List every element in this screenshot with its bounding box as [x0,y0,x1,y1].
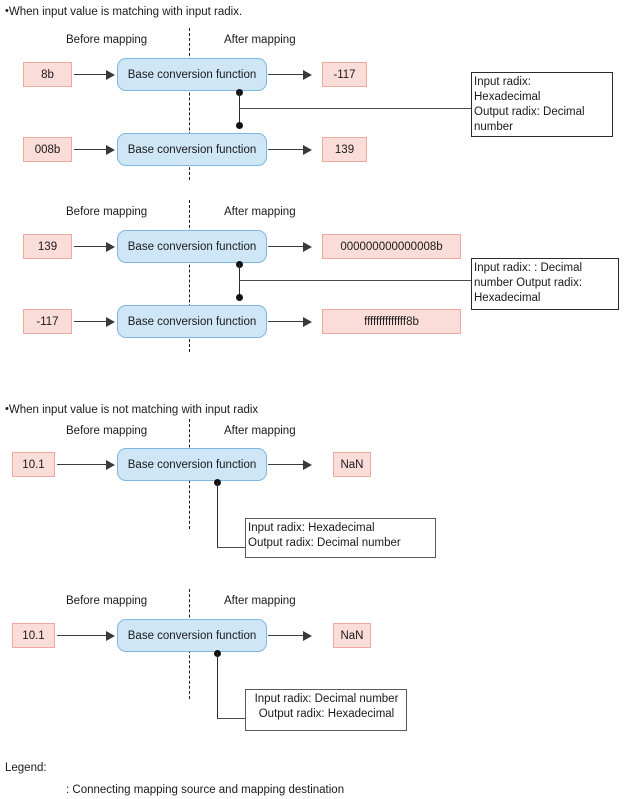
section-1-row-1-output-value: -117 [322,62,367,87]
section-3-row-1-input-arrow-line [57,463,106,466]
section-3-connector-hline [217,547,246,549]
section-2-note-box: Input radix: : Decimal number Output rad… [471,258,619,310]
section-2-note-line-1: Input radix: : Decimal [474,262,583,274]
section-3-row-1-function-box: Base conversion function [117,448,267,481]
section-3-note-line-2: Output radix: Decimal number [248,537,401,549]
section-3-before-mapping-caption: Before mapping [66,425,148,437]
section-2-note-line-3: Hexadecimal [474,292,541,304]
section-3-row-1-output-arrow-head [303,459,312,470]
section-2-row-1-output-arrow-head [303,241,312,252]
section-2-row-1-input-arrow-line [74,245,106,248]
section-1-note-line-2: Hexadecimal [474,91,541,103]
section-2-row-2-input-value: -117 [23,309,72,334]
section-2-row-1-output-arrow-line [268,245,303,248]
section-1-before-mapping-caption: Before mapping [66,34,148,46]
legend-title: Legend: [5,762,47,774]
section-2-row-1-output-value: 000000000000008b [322,234,461,259]
section-3-row-1-input-value: 10.1 [12,452,55,477]
section-1-note-line-4: number [474,121,513,133]
section-4-row-1-output-arrow-line [268,634,303,637]
section-1-connector-hline [239,108,472,110]
section-1-row-2-output-value: 139 [322,137,367,162]
section-1-row-1-input-arrow-head [106,69,115,80]
section-1-connector-dot-bottom [236,122,243,129]
section-1-row-2-function-box: Base conversion function [117,133,267,166]
section-4-before-mapping-caption: Before mapping [66,595,148,607]
section-2-mapping-divider [189,200,190,352]
section-1-row-2-input-value: 008b [23,137,72,162]
section-2-note-line-2: number Output radix: [474,277,583,289]
bullet-icon: • [5,5,9,17]
section-1-row-1-input-value: 8b [23,62,72,87]
section-3-after-mapping-caption: After mapping [224,425,296,437]
section-3-note-line-1: Input radix: Hexadecimal [248,522,375,534]
section-1-note-box: Input radix: Hexadecimal Output radix: D… [471,72,613,137]
section-4-connector-hline [217,718,246,720]
section-1-heading: •When input value is matching with input… [5,4,242,19]
section-3-note-box: Input radix: Hexadecimal Output radix: D… [245,518,436,558]
legend-item-connector: : Connecting mapping source and mapping … [66,784,345,796]
section-4-note-line-2: Output radix: Hexadecimal [258,708,395,720]
section-1-row-1-input-arrow-line [74,73,106,76]
section-2-connector-hline [239,280,472,282]
section-2-row-1-input-arrow-head [106,241,115,252]
section-1-row-2-output-arrow-line [268,148,303,151]
section-4-row-1-output-value: NaN [333,623,371,648]
section-1-row-1-function-box: Base conversion function [117,58,267,91]
section-2-row-2-output-arrow-head [303,316,312,327]
section-1-note-line-1: Input radix: [474,76,531,88]
section-4-row-1-output-arrow-head [303,630,312,641]
section-2-row-2-output-arrow-line [268,320,303,323]
section-1-row-1-output-arrow-line [268,73,303,76]
section-2-connector-dot-bottom [236,294,243,301]
section-2-row-2-output-value: ffffffffffffff8b [322,309,461,334]
section-4-after-mapping-caption: After mapping [224,595,296,607]
section-4-connector-vline [216,653,219,719]
section-3-heading: •When input value is not matching with i… [5,402,258,417]
section-4-row-1-function-box: Base conversion function [117,619,267,652]
section-4-note-line-1: Input radix: Decimal number [254,693,399,705]
section-2-row-1-function-box: Base conversion function [117,230,267,263]
section-1-row-2-input-arrow-line [74,148,106,151]
section-4-row-1-input-arrow-line [57,634,106,637]
section-2-before-mapping-caption: Before mapping [66,206,148,218]
section-1-mapping-divider [189,28,190,180]
section-2-row-2-input-arrow-line [74,320,106,323]
section-3-connector-vline [216,482,219,548]
section-2-after-mapping-caption: After mapping [224,206,296,218]
section-2-row-2-function-box: Base conversion function [117,305,267,338]
section-1-note-line-3: Output radix: Decimal [474,106,585,118]
section-4-row-1-input-value: 10.1 [12,623,55,648]
section-1-row-2-output-arrow-head [303,144,312,155]
section-1-row-2-input-arrow-head [106,144,115,155]
section-2-row-1-input-value: 139 [23,234,72,259]
bullet-icon: • [5,403,9,415]
section-3-row-1-input-arrow-head [106,459,115,470]
section-3-heading-text: When input value is not matching with in… [8,404,259,416]
section-4-note-box: Input radix: Decimal number Output radix… [245,689,407,731]
section-2-row-2-input-arrow-head [106,316,115,327]
section-1-row-1-output-arrow-head [303,69,312,80]
section-3-row-1-output-arrow-line [268,463,303,466]
section-3-row-1-output-value: NaN [333,452,371,477]
section-4-row-1-input-arrow-head [106,630,115,641]
section-1-after-mapping-caption: After mapping [224,34,296,46]
section-1-heading-text: When input value is matching with input … [8,6,243,18]
